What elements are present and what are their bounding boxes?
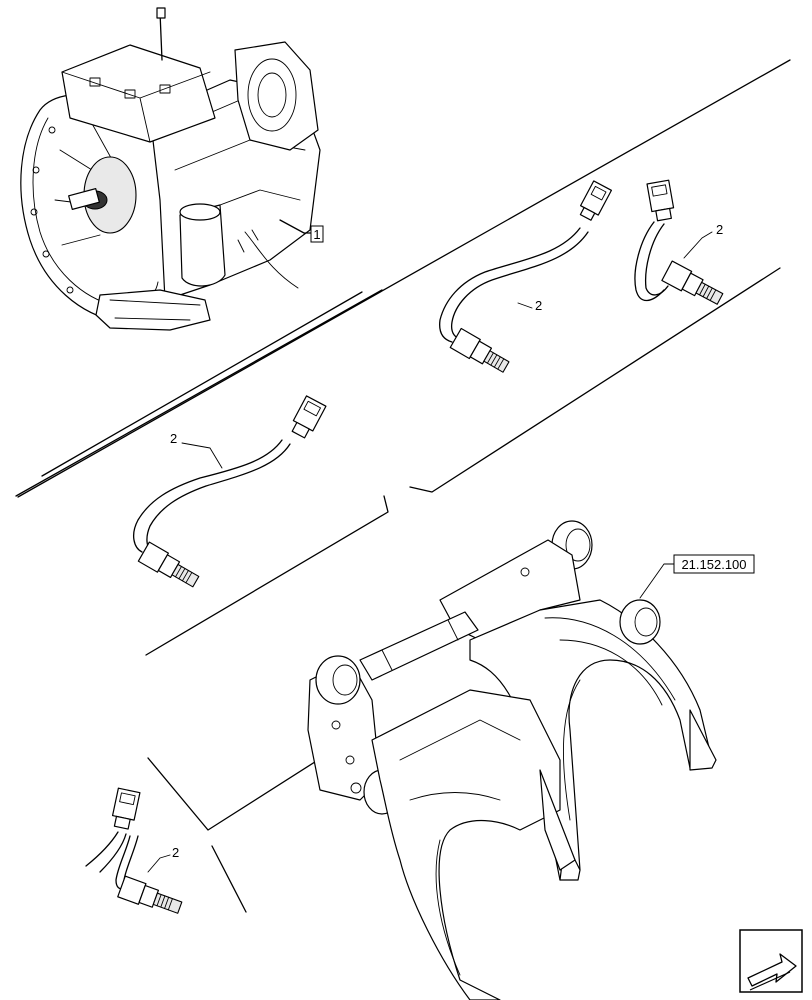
callout-2-bottom-left: 2 (172, 845, 179, 860)
svg-text:1: 1 (313, 227, 320, 242)
callout-1: 1 (310, 225, 324, 243)
sensor-bottom-left (85, 787, 183, 914)
sensor-top-center (439, 180, 613, 373)
separator-lines (15, 59, 791, 913)
callout-2-top-center: 2 (535, 298, 542, 313)
callout-2-top-right: 2 (716, 222, 723, 237)
callout-2-mid-left: 2 (170, 431, 177, 446)
shift-fork-assembly (307, 520, 717, 1000)
sensor-mid-left (132, 395, 327, 588)
svg-text:21.152.100: 21.152.100 (681, 557, 746, 572)
arrow-icon[interactable] (739, 929, 803, 993)
reference-callout: 21.152.100 (639, 554, 755, 599)
sensor-top-right (634, 179, 724, 305)
transmission-assembly (20, 7, 321, 331)
